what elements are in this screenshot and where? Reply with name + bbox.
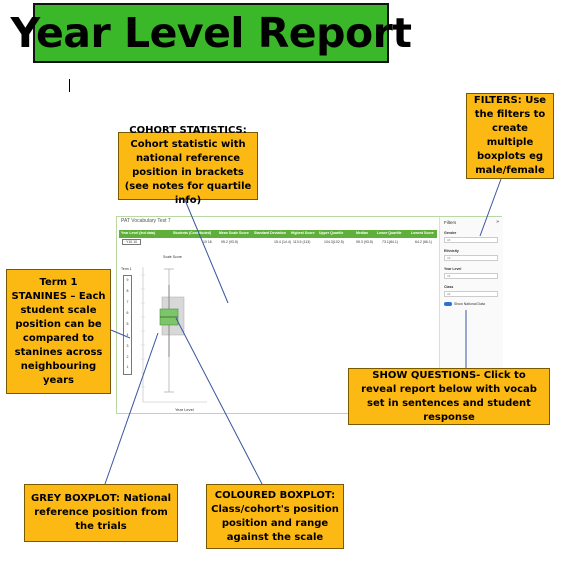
coloured-boxplot-connector: [175, 317, 263, 485]
grey-boxplot-connector: [104, 332, 159, 485]
col-header: Standard Deviation: [254, 231, 286, 235]
grey-boxplot-callout-text: GREY BOXPLOT: National reference positio…: [30, 493, 172, 532]
ethnicity-select[interactable]: All: [444, 255, 498, 261]
col-header: Students (Contributed): [173, 231, 212, 235]
col-header: Lower Quartile: [377, 231, 402, 235]
cell: 15.4 (14.4): [274, 240, 291, 244]
cohort-callout-text: COHORT STATISTICS: Cohort statistic with…: [124, 125, 252, 206]
select-value: All: [447, 256, 451, 260]
stanine: 6: [126, 311, 129, 315]
coloured-boxplot-callout-text: COLOURED BOXPLOT: Class/cohort's positio…: [211, 489, 339, 543]
col-header: Lowest Score: [411, 231, 434, 235]
stanine: 4: [126, 333, 129, 337]
stanine-label: Term 1: [121, 267, 132, 271]
stanine: 2: [126, 355, 129, 359]
stanine-column: 9 8 7 6 5 4 3 2 1: [123, 275, 132, 375]
collapse-icon[interactable]: »: [496, 219, 499, 225]
select-value: All: [447, 292, 451, 296]
x-axis-label: Year Level: [175, 407, 194, 412]
cell: 10 16: [203, 240, 212, 244]
filters-callout-text: FILTERS: Use the filters to create multi…: [473, 95, 547, 176]
stanine: 3: [126, 344, 129, 348]
col-header: Year Level (Ind data): [121, 231, 156, 235]
gender-select[interactable]: All: [444, 237, 498, 243]
filter-label: Class: [444, 285, 454, 289]
stanines-connector: [110, 329, 131, 339]
filters-title: Filters: [444, 220, 457, 225]
show-questions-callout: SHOW QUESTIONS- Click to reveal report b…: [348, 368, 550, 425]
stanine: 5: [126, 322, 129, 326]
select-value: All: [447, 238, 451, 242]
stanines-callout-text: Term 1 STANINES – Each student scale pos…: [11, 276, 106, 386]
boxplot-chart: [141, 267, 207, 403]
cohort-callout: COHORT STATISTICS: Cohort statistic with…: [118, 125, 258, 206]
scale-legend: Scale Score: [163, 255, 182, 259]
cell: 95.3 (93.5): [356, 240, 373, 244]
report-title: PAT Vocabulary Test 7: [121, 218, 171, 224]
toggle-label: Show National Data: [454, 302, 485, 306]
cell: 64.2 (66.1): [415, 240, 432, 244]
cell: 104.3(102.5): [324, 240, 344, 244]
year-level-select[interactable]: All: [444, 273, 498, 279]
cell: 95.2 (93.5): [221, 240, 238, 244]
page-title-banner: Year Level Report: [11, 3, 412, 63]
filter-label: Ethnicity: [444, 249, 459, 253]
page-title: Year Level Report: [10, 9, 412, 57]
stanine: 8: [126, 289, 129, 293]
filter-label: Year Level: [444, 267, 462, 271]
filters-connector: [479, 178, 502, 237]
class-select[interactable]: All: [444, 291, 498, 297]
cell: 113.9 (113): [293, 240, 311, 244]
cell: 73.1(84.1): [382, 240, 398, 244]
stanine: 7: [126, 300, 129, 304]
stats-table-row[interactable]: Y10 10 10 16 95.2 (93.5) 15.4 (14.4) 113…: [119, 239, 437, 246]
report-screenshot: PAT Vocabulary Test 7 Year Level (Ind da…: [116, 216, 503, 414]
stats-table-header: Year Level (Ind data) Students (Contribu…: [119, 230, 437, 238]
col-header: Median: [356, 231, 369, 235]
stanine: 9: [126, 278, 129, 282]
stanine: 1: [126, 365, 129, 369]
col-header: Mean Scale Score: [219, 231, 249, 235]
cell: Y10 10: [122, 239, 142, 245]
col-header: Upper Quartile: [319, 231, 344, 235]
stanines-callout: Term 1 STANINES – Each student scale pos…: [6, 269, 111, 394]
national-data-toggle[interactable]: [444, 302, 452, 306]
col-header: Highest Score: [291, 231, 315, 235]
filter-label: Gender: [444, 231, 457, 235]
text-cursor: [69, 79, 70, 92]
grey-boxplot-callout: GREY BOXPLOT: National reference positio…: [24, 484, 178, 542]
coloured-boxplot-callout: COLOURED BOXPLOT: Class/cohort's positio…: [206, 484, 344, 549]
show-questions-callout-text: SHOW QUESTIONS- Click to reveal report b…: [361, 369, 537, 423]
cohort-connector: [184, 199, 229, 304]
select-value: All: [447, 274, 451, 278]
filters-callout: FILTERS: Use the filters to create multi…: [466, 93, 554, 179]
